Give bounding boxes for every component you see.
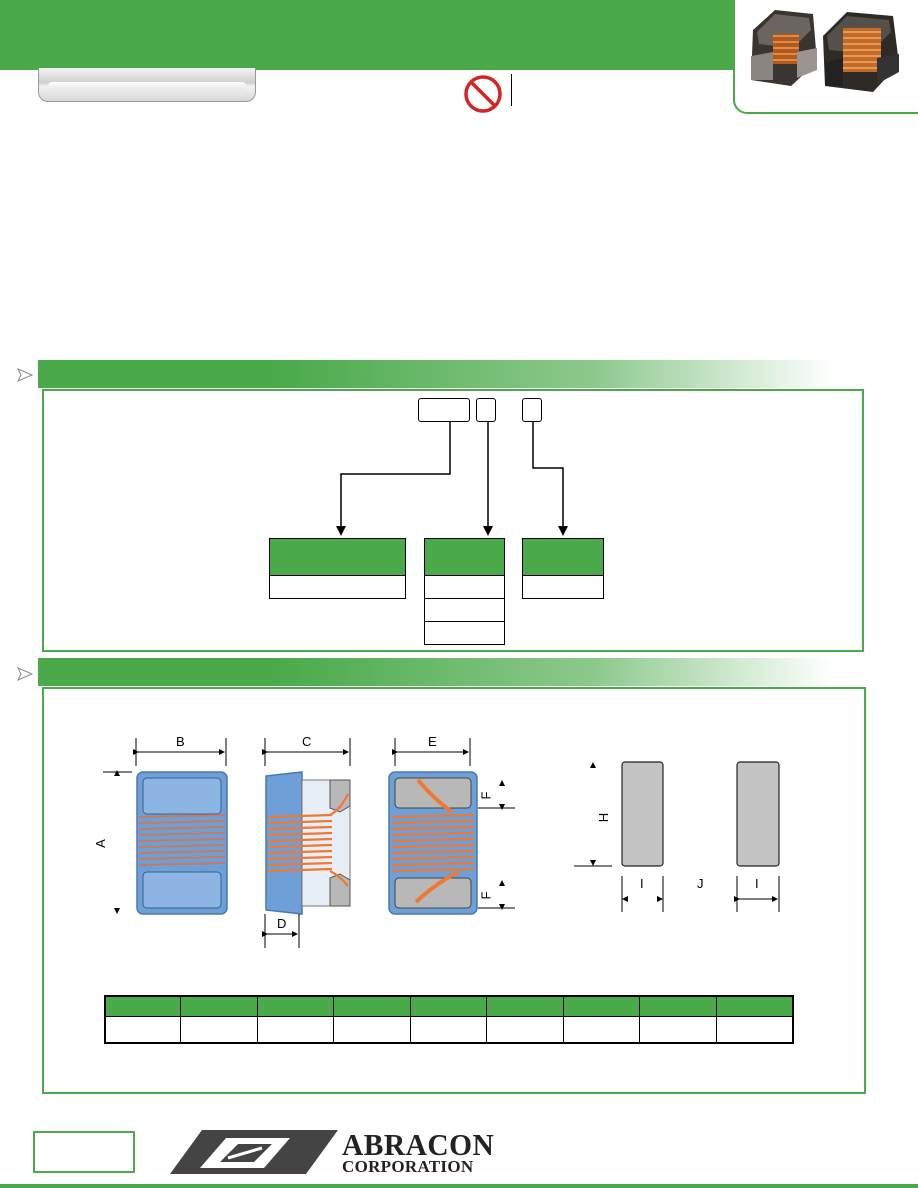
dim-label-f-top: F: [478, 791, 494, 800]
table-header-cell: [715, 996, 793, 1017]
table-cell: [486, 1016, 564, 1043]
part-numbering-box: [42, 389, 864, 652]
table-row: [105, 1016, 793, 1043]
triangle-arrow-icon: [16, 667, 34, 681]
option-cell-1: [269, 575, 406, 599]
logo-wordmark: ABRACON: [342, 1127, 495, 1162]
dim-label-e: E: [428, 734, 437, 749]
table-header-cell: [333, 996, 411, 1017]
table-header-cell: [256, 996, 334, 1017]
code-segment-3: [522, 398, 542, 422]
table-cell: [333, 1016, 411, 1043]
dim-label-i-left: I: [640, 876, 644, 891]
option-header-3: [522, 538, 604, 576]
table-header-cell: [105, 996, 181, 1017]
option-cell-2a: [424, 575, 505, 599]
logo-subtitle: CORPORATION: [342, 1157, 474, 1176]
prohibited-circle-icon: [464, 75, 502, 113]
table-header-cell: [639, 996, 716, 1017]
inductor-dimension-drawing: [103, 738, 780, 948]
table-cell: [180, 1016, 258, 1043]
dim-label-i-right: I: [755, 876, 759, 891]
section-header-bar: [38, 360, 833, 388]
table-cell: [562, 1016, 640, 1043]
dim-label-d: D: [277, 916, 287, 931]
chip-inductor-photo: [751, 10, 899, 92]
table-header-cell: [562, 996, 640, 1017]
header-divider: [511, 74, 512, 106]
table-cell: [639, 1016, 716, 1043]
code-segment-2: [476, 398, 496, 422]
table-header-cell: [180, 996, 258, 1017]
footer-page-box: [33, 1131, 135, 1173]
dim-label-c: C: [302, 734, 312, 749]
dim-label-h: H: [596, 812, 612, 823]
table-header-row: [105, 996, 793, 1017]
section-header-bar: [38, 658, 833, 686]
footer-rule: [0, 1184, 918, 1188]
option-header-1: [269, 538, 406, 576]
dimensions-box: [42, 687, 866, 1094]
triangle-arrow-icon: [16, 368, 34, 382]
code-arrows: [336, 422, 568, 536]
option-cell-2b: [424, 598, 505, 622]
table-header-cell: [486, 996, 564, 1017]
dim-label-a: A: [92, 839, 108, 848]
dim-label-b: B: [176, 734, 185, 749]
dim-label-f-bottom: F: [478, 891, 494, 900]
header-bar: [0, 0, 735, 70]
table-cell: [409, 1016, 487, 1043]
dim-label-j: J: [697, 876, 704, 891]
product-photo-frame: [733, 0, 918, 114]
table-cell: [256, 1016, 334, 1043]
table-header-cell: [409, 996, 487, 1017]
option-cell-2c: [424, 621, 505, 645]
dimensions-table: [104, 995, 794, 1044]
table-cell: [715, 1016, 793, 1043]
option-cell-3: [522, 575, 604, 599]
abracon-logo-mark: [170, 1130, 338, 1174]
table-cell: [105, 1016, 181, 1043]
title-tab-highlight: [48, 82, 246, 90]
code-segment-1: [418, 398, 470, 422]
